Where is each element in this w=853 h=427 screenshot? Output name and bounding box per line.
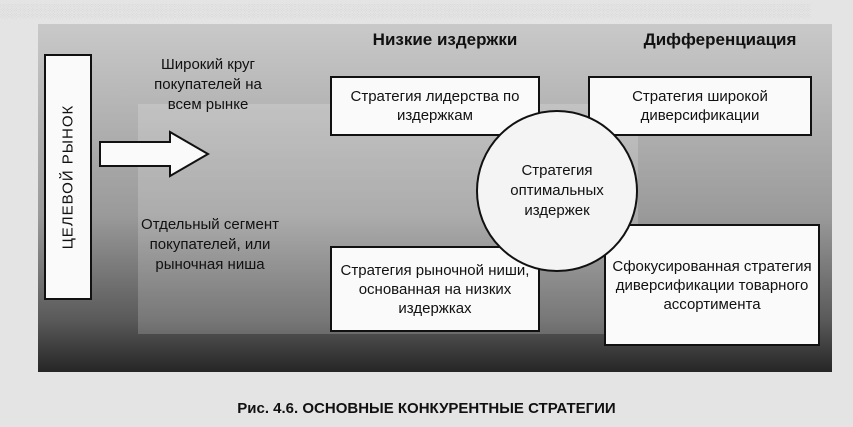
target-market-label: ЦЕЛЕВОЙ РЫНОК: [59, 104, 77, 250]
figure-caption: Рис. 4.6. ОСНОВНЫЕ КОНКУРЕНТНЫЕ СТРАТЕГИ…: [237, 400, 616, 417]
cost-leadership-box: Стратегия лидерства по издержкам: [330, 76, 540, 136]
focused-differentiation-box: Сфокусированная стратегия диверсификации…: [604, 224, 820, 346]
broad-diversification-box: Стратегия широкой диверсификации: [588, 76, 812, 136]
focused-low-cost-box: Стратегия рыночной ниши, основанная на н…: [330, 246, 540, 332]
arrow-right-icon: [99, 130, 210, 178]
segment-broad-label: Широкий круг покупателей на всем рынке: [154, 56, 262, 113]
header-differentiation: Дифференциация: [643, 30, 797, 49]
best-cost-label: Стратегия оптимальных издержек: [510, 162, 604, 219]
header-low-cost: Низкие издержки: [372, 30, 518, 49]
target-market-box: ЦЕЛЕВОЙ РЫНОК: [44, 54, 92, 300]
segment-narrow-label: Отдельный сегмент покупателей, или рыноч…: [141, 216, 279, 273]
best-cost-circle: Стратегия оптимальных издержек: [476, 110, 638, 272]
